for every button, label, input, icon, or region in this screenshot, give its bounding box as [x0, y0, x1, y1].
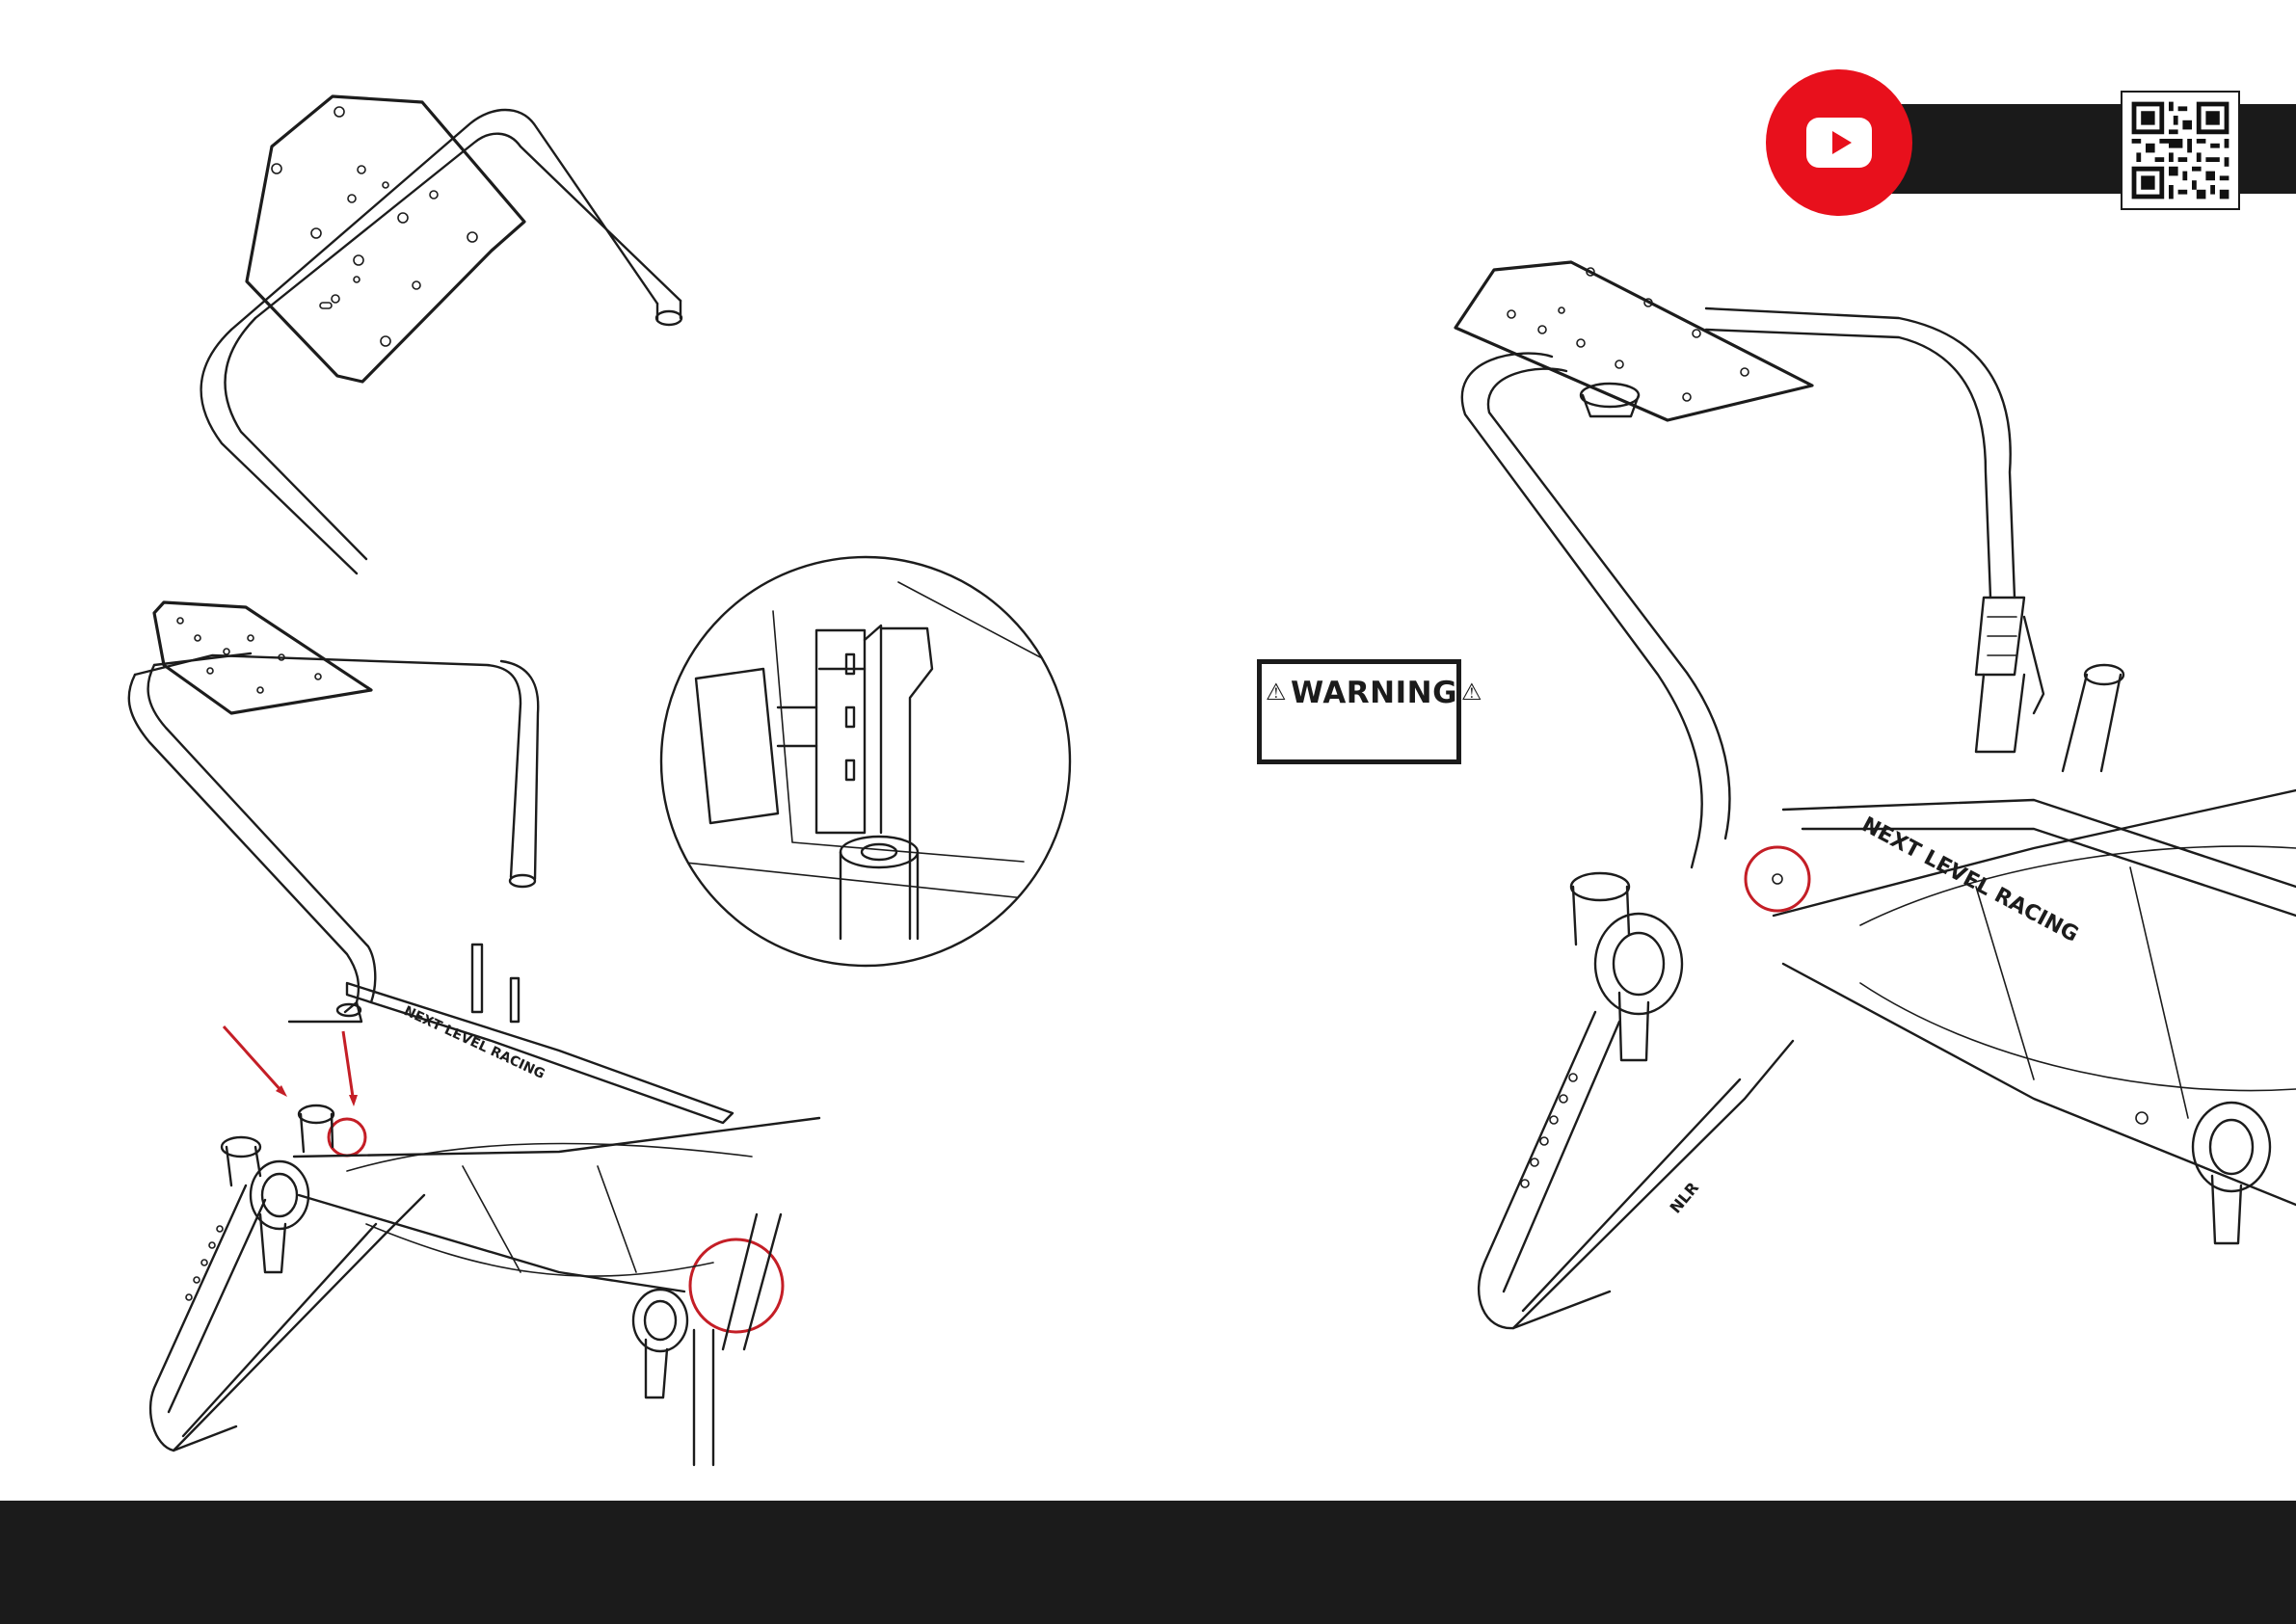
nlr-badge: NLR [1667, 1179, 1703, 1217]
warning-triangle-icon: ⚠ [1266, 679, 1287, 706]
detail-zoom-circle [657, 553, 1074, 970]
frame-label-left: NEXT LEVEL RACING [401, 1003, 547, 1082]
wheel-plate-tube-illustration [96, 77, 829, 598]
footer-bar [0, 1501, 2296, 1624]
assembled-illustration: NEXT LEVEL RACING NLR [1359, 251, 2296, 1388]
youtube-play-icon[interactable] [1806, 118, 1872, 168]
play-triangle-icon [1832, 131, 1852, 154]
qr-code-icon [2122, 93, 2238, 208]
qr-code[interactable] [2121, 91, 2240, 210]
